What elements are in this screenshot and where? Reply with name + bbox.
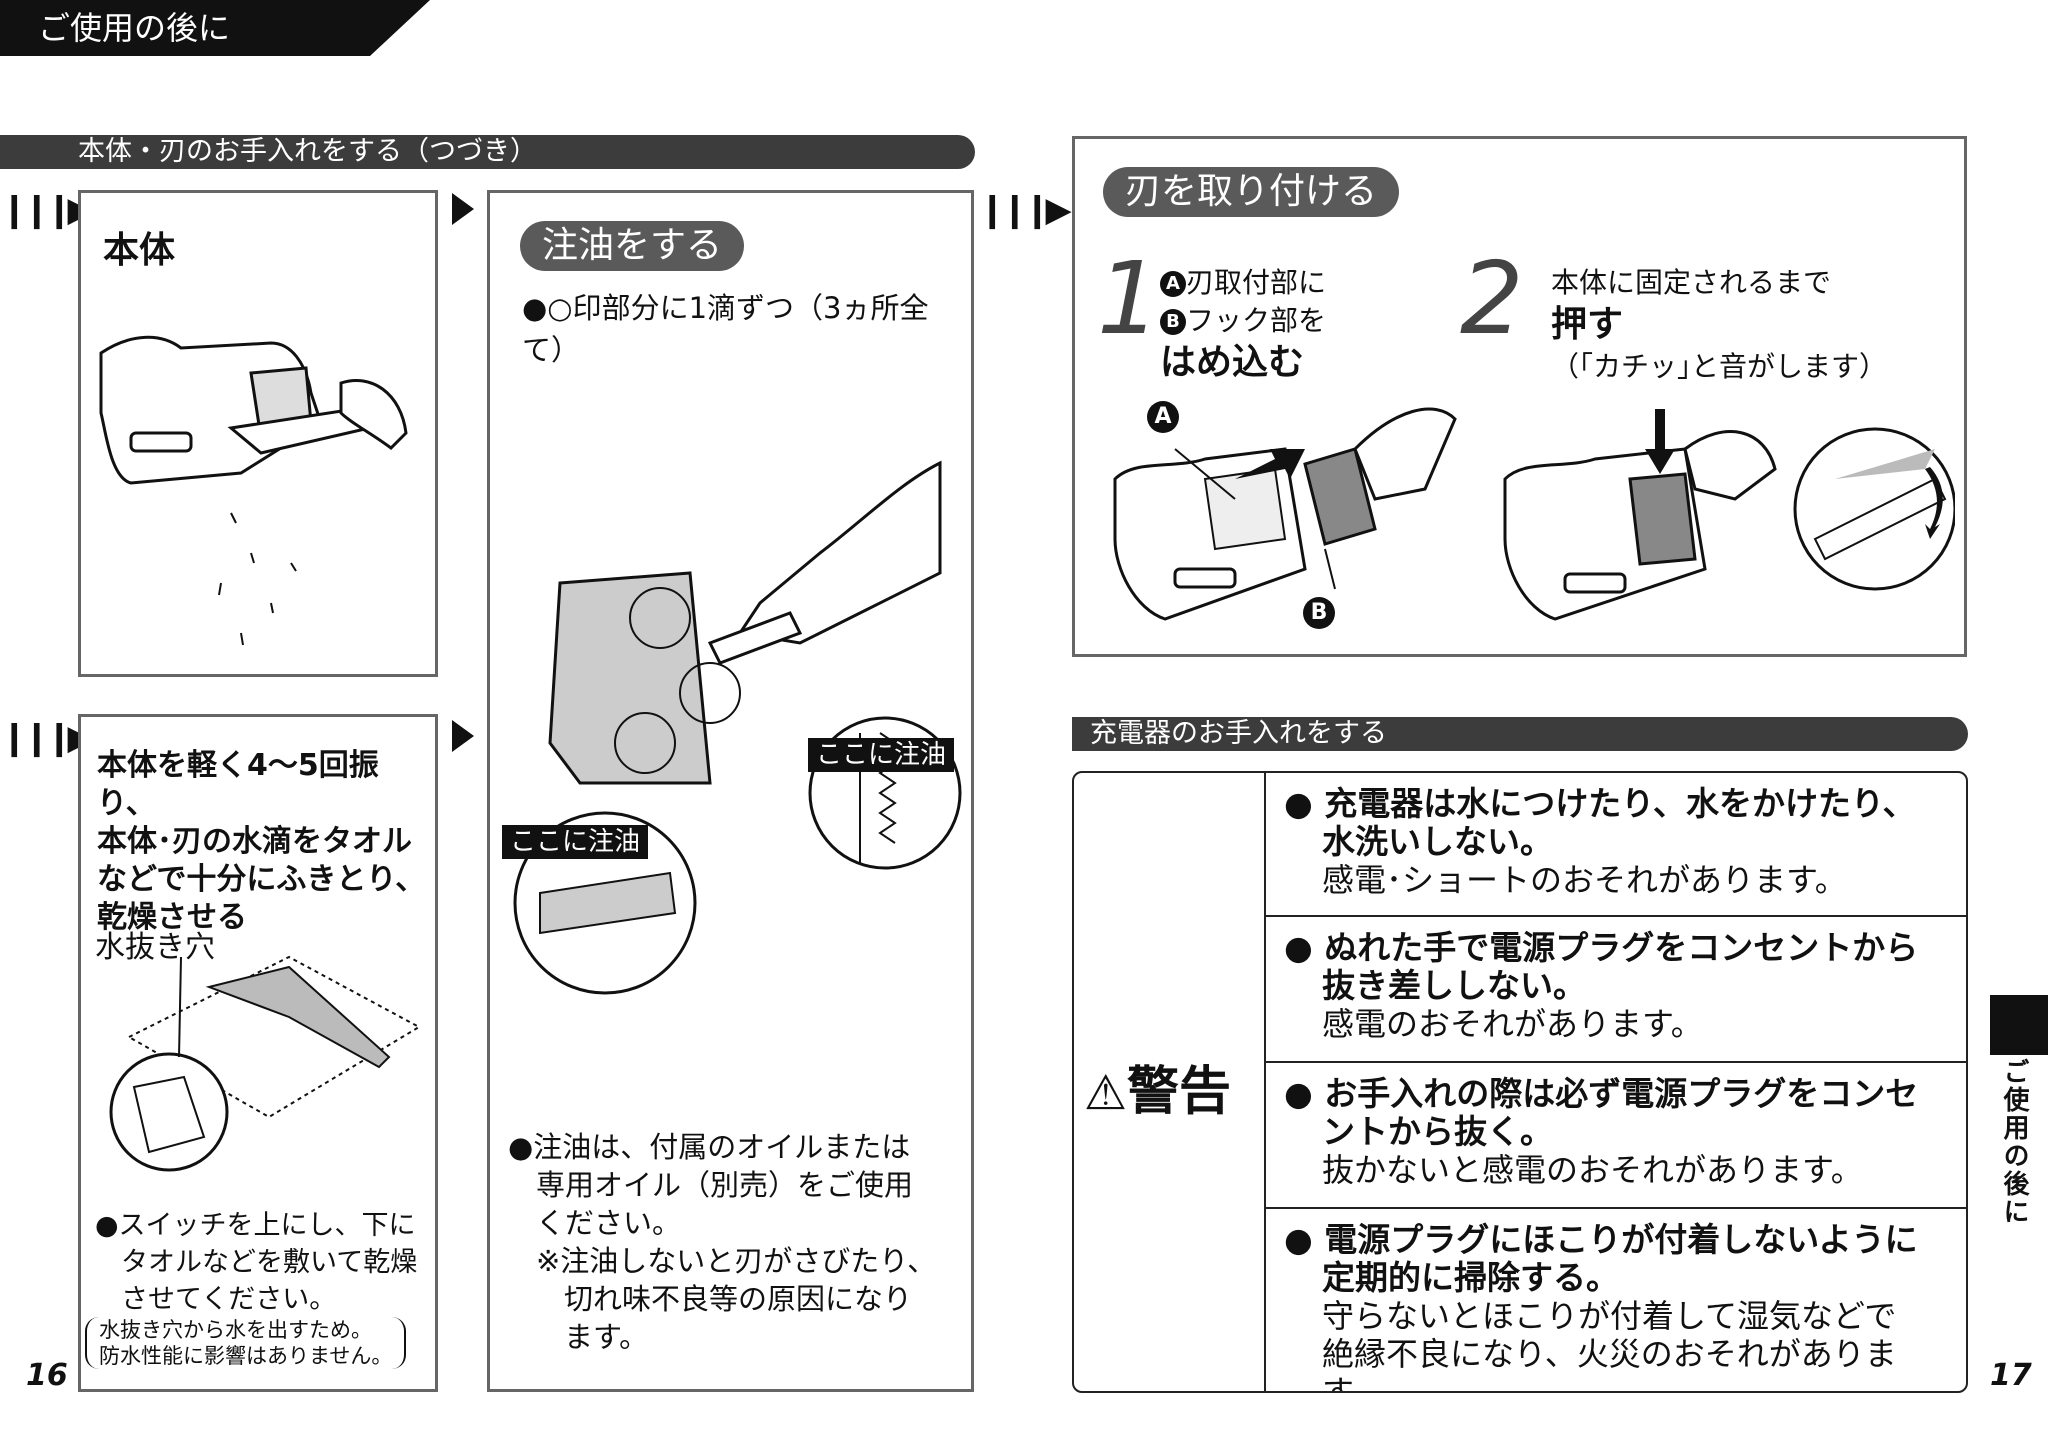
next-arrow-icon	[452, 720, 474, 752]
warning-label: ⚠警告	[1084, 1062, 1232, 1122]
warning-row: ● お手入れの際は必ず電源プラグをコンセ ントから抜く。 抜かないと感電のおそれ…	[1266, 1063, 1966, 1209]
section-header-tab: ご使用の後に	[0, 0, 430, 56]
flow-arrow-icon: ❙❙❙▶	[0, 718, 94, 758]
oiling-instruction: ●○印部分に1滴ずつ（3ヵ所全て）	[522, 291, 929, 367]
panel-title: 本体	[103, 230, 176, 271]
drying-instruction: 本体を軽く4～5回振り、 本体･刃の水滴をタオル などで十分にふきとり、 乾燥さ…	[97, 748, 426, 935]
marker-a-icon: A	[1147, 401, 1179, 433]
step2-text: 本体に固定されるまで 押す （｢カチッ｣と音がします）	[1551, 266, 1888, 383]
step1-illustration	[1113, 407, 1457, 621]
section-title-bar: 本体・刃のお手入れをする（つづき）	[0, 135, 975, 169]
oiling-note: ●注油は、付属のオイルまたは 専用オイル（別売）をご使用 ください。 ※注油しな…	[508, 1130, 937, 1354]
brush-cleaning-illustration	[99, 335, 408, 646]
flow-arrow-icon: ❙❙❙▶	[978, 190, 1072, 230]
panel-drying: 本体を軽く4～5回振り、 本体･刃の水滴をタオル などで十分にふきとり、 乾燥さ…	[78, 714, 438, 1392]
step1-number: 1	[1097, 240, 1161, 357]
drying-parenthetical: 水抜き穴から水を出すため。 防水性能に影響はありません。	[85, 1317, 407, 1369]
warning-row: ● 充電器は水につけたり、水をかけたり、 水洗いしない。 感電･ショートのおそれ…	[1266, 773, 1966, 917]
attach-title-pill: 刃を取り付ける	[1103, 167, 1400, 217]
warning-triangle-icon: ⚠	[1084, 1065, 1128, 1121]
warning-label-cell: ⚠警告	[1074, 773, 1266, 1391]
panel-body-cleaning: 本体	[78, 190, 438, 677]
towel-drying-illustration	[109, 955, 422, 1172]
marker-b-icon: B	[1303, 597, 1335, 629]
page-number-right: 17	[1990, 1358, 2032, 1393]
side-tab-label: ご使用の後に	[1999, 1058, 2029, 1226]
section-title: 充電器のお手入れをする	[1090, 718, 1387, 749]
section-title-bar: 充電器のお手入れをする	[1072, 717, 1968, 751]
next-arrow-icon	[452, 193, 474, 225]
side-tab-marker	[1990, 995, 2048, 1055]
oil-here-label-1: ここに注油	[808, 738, 955, 772]
oiling-illustration	[513, 460, 962, 995]
header-label: ご使用の後に	[38, 9, 231, 47]
panel-oiling: 注油をする ●○印部分に1滴ずつ（3ヵ所全て） ここに注油 ここに注油 ●注油は…	[487, 190, 974, 1392]
section-title: 本体・刃のお手入れをする（つづき）	[78, 136, 537, 167]
marker-b-icon: B	[1160, 309, 1186, 335]
drying-note: ●スイッチを上にし、下に タオルなどを敷いて乾燥 させてください。	[95, 1210, 418, 1315]
warning-row: ● ぬれた手で電源プラグをコンセントから 抜き差ししない。 感電のおそれがありま…	[1266, 917, 1966, 1063]
warning-table: ⚠警告 ● 充電器は水につけたり、水をかけたり、 水洗いしない。 感電･ショート…	[1072, 771, 1968, 1393]
oiling-title-pill: 注油をする	[520, 221, 745, 271]
warning-row: ● 電源プラグにほこりが付着しないように 定期的に掃除する。 守らないとほこりが…	[1284, 1220, 1918, 1393]
oil-here-label-2: ここに注油	[502, 825, 649, 859]
page-number-left: 16	[26, 1358, 68, 1393]
marker-a-icon: A	[1160, 271, 1186, 297]
drain-hole-label: 水抜き穴	[95, 930, 215, 965]
step2-illustration	[1503, 409, 1955, 621]
step2-number: 2	[1460, 240, 1524, 357]
flow-arrow-icon: ❙❙❙▶	[0, 190, 94, 230]
